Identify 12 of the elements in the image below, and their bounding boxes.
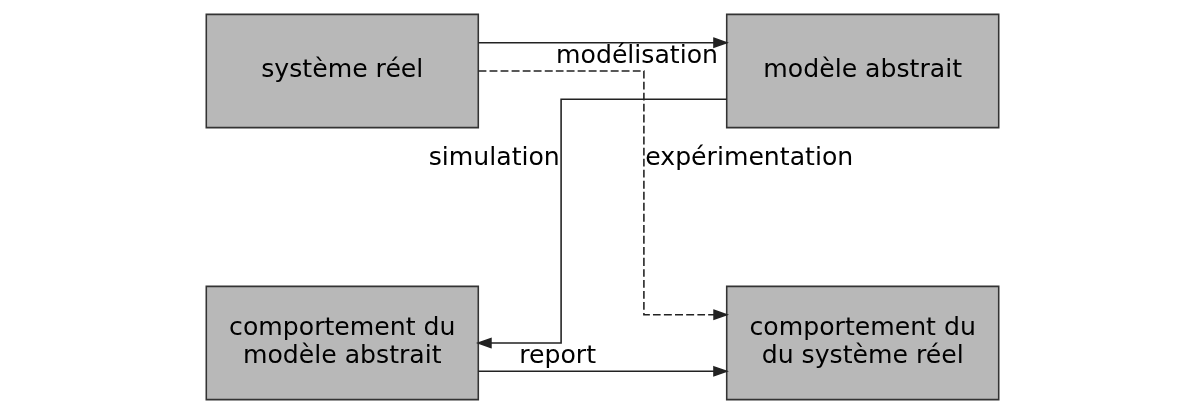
arrow	[477, 365, 729, 377]
edge-label: simulation	[428, 142, 560, 172]
edge-label: expérimentation	[644, 142, 853, 172]
arrow	[477, 37, 729, 49]
node-box: comportement du du système réel	[725, 285, 999, 401]
arrow	[477, 70, 729, 321]
node-box: comportement du modèle abstrait	[205, 285, 479, 401]
edge-label: report	[518, 340, 596, 370]
node-box: système réel	[205, 13, 479, 129]
node-box: modèle abstrait	[725, 13, 999, 129]
arrow	[475, 98, 727, 349]
edge-label: modélisation	[555, 39, 718, 69]
